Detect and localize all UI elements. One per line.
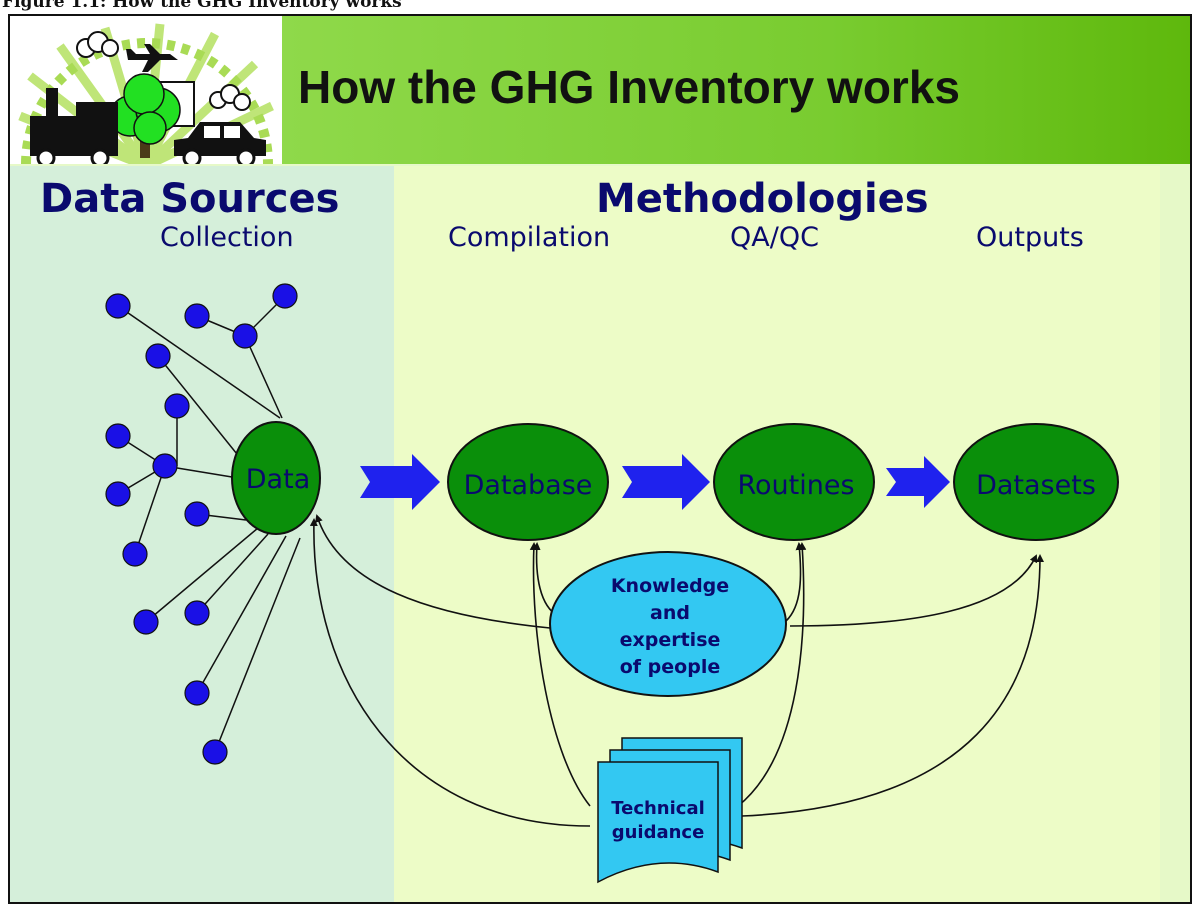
slide-title: How the GHG Inventory works: [298, 61, 960, 113]
source-dot: [184, 680, 210, 706]
methodologies-heading: Methodologies: [596, 176, 929, 222]
outputs-label: Outputs: [976, 222, 1084, 253]
guidance-to-datasets-arrow: [741, 554, 1044, 817]
airplane-icon: [126, 44, 178, 72]
data-sources-heading: Data Sources: [40, 176, 340, 222]
qaqc-label: QA/QC: [730, 222, 819, 253]
database-node: [447, 423, 609, 541]
source-dot: [232, 323, 258, 349]
source-dot: [184, 600, 210, 626]
city-emissions-logo: [10, 16, 282, 171]
knowledge-line-1: Knowledge: [611, 575, 729, 597]
header-band: [282, 16, 1190, 164]
knowledge-line-2: and: [650, 602, 690, 624]
tree-icon: [109, 73, 181, 158]
data-node: [231, 421, 321, 535]
knowledge-to-datasets-arrow: [789, 554, 1038, 627]
process-nodes: [231, 421, 1119, 541]
source-dot: [105, 293, 131, 319]
knowledge-to-data-arrow: [315, 514, 551, 629]
guidance-links: [309, 518, 1044, 827]
source-dot: [105, 423, 131, 449]
guidance-to-database-arrow: [529, 542, 591, 807]
car-icon: [174, 122, 266, 168]
guidance-to-routines-arrow: [737, 542, 807, 807]
knowledge-node: Knowledge and expertise of people: [549, 551, 787, 697]
guidance-line-1: Technical: [611, 798, 705, 819]
flow-arrows: [360, 454, 950, 510]
data-sources-panel: [10, 166, 394, 902]
source-dot: [272, 283, 298, 309]
figure-caption: Figure 1.1: How the GHG Inventory works: [0, 0, 1194, 14]
slide: How the GHG Inventory works Data Sources…: [8, 14, 1192, 904]
compilation-label: Compilation: [448, 222, 611, 253]
source-dot: [184, 303, 210, 329]
source-dot: [184, 501, 210, 527]
source-dot: [133, 609, 159, 635]
source-dots: [105, 283, 298, 765]
knowledge-ellipse: [549, 551, 787, 697]
guidance-to-data-arrow: [309, 518, 591, 827]
truck-icon: [30, 102, 118, 168]
source-dot: [122, 541, 148, 567]
knowledge-line-4: of people: [620, 656, 720, 678]
source-dot: [164, 393, 190, 419]
knowledge-to-routines-arrow: [785, 542, 804, 622]
source-dot: [105, 481, 131, 507]
figure-caption-text: Figure 1.1: How the GHG Inventory works: [2, 0, 402, 12]
routines-node-label: Routines: [737, 470, 854, 501]
database-node-label: Database: [464, 470, 593, 501]
knowledge-links: [315, 514, 1038, 629]
inventory-flow-diagram: Data Database Routines Datasets Knowledg…: [105, 283, 1119, 884]
source-dot: [145, 343, 171, 369]
routines-node: [713, 423, 875, 541]
source-dot: [152, 453, 178, 479]
arrow-database-to-routines: [622, 454, 710, 510]
arrow-routines-to-datasets: [886, 456, 950, 508]
knowledge-line-3: expertise: [620, 629, 721, 651]
arrow-data-to-database: [360, 454, 440, 510]
collection-label: Collection: [160, 222, 294, 253]
technical-guidance-document-icon: Technical guidance: [597, 737, 743, 884]
datasets-node: [953, 423, 1119, 541]
guidance-line-2: guidance: [612, 822, 705, 843]
cloud-icon: [76, 31, 251, 111]
logo-drawing: [18, 23, 274, 171]
data-node-label: Data: [246, 464, 310, 495]
source-dot: [202, 739, 228, 765]
datasets-node-label: Datasets: [976, 470, 1096, 501]
